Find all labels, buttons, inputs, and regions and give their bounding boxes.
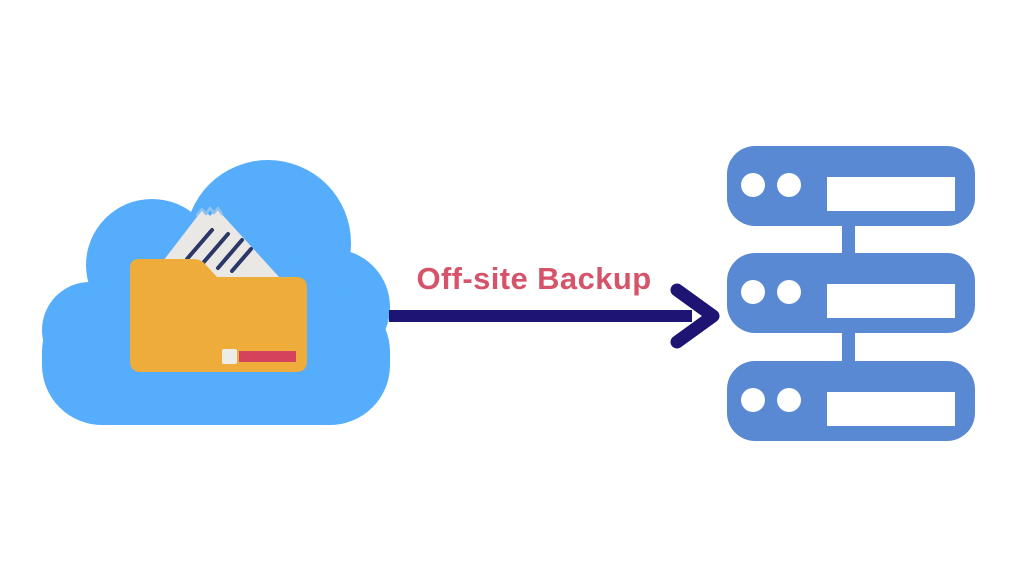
folder-detail-stripe	[239, 351, 296, 362]
server-led	[777, 173, 801, 197]
server-stack-icon	[727, 146, 975, 441]
document-text-line	[185, 228, 214, 261]
folder-detail-square	[222, 349, 237, 364]
document-text-lines	[185, 228, 253, 273]
server-drive-slot	[827, 392, 955, 426]
server-led	[741, 388, 765, 412]
server-led	[741, 280, 765, 304]
server-unit	[727, 253, 975, 333]
folder-icon	[130, 259, 307, 372]
server-led	[777, 280, 801, 304]
document-text-line	[216, 238, 244, 270]
server-unit	[727, 361, 975, 441]
backup-arrow	[389, 283, 720, 349]
document-fold-serration	[195, 206, 224, 217]
server-led	[777, 388, 801, 412]
arrow-label: Off-site Backup	[416, 261, 651, 296]
document-text-line	[230, 247, 253, 273]
cloud-folder-icon	[42, 160, 390, 425]
folder-body	[130, 259, 307, 372]
server-drive-slot	[827, 284, 955, 318]
server-drive-slot	[827, 177, 955, 211]
document-text-line	[201, 232, 230, 265]
server-unit	[727, 146, 975, 226]
arrow-head-icon	[670, 283, 720, 349]
server-led	[741, 173, 765, 197]
